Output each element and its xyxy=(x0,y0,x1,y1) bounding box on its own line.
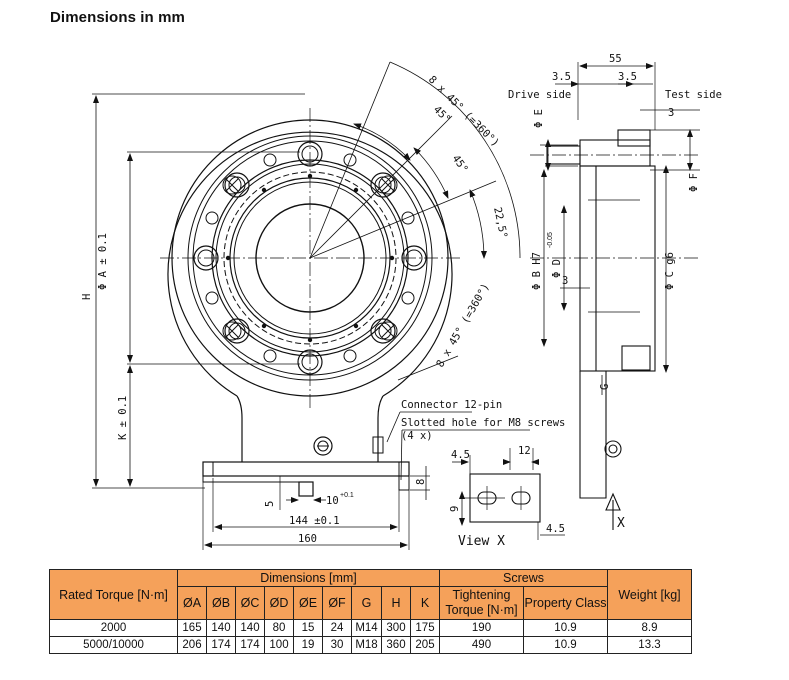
label-x: X xyxy=(617,516,625,531)
col-dia-c: ØC xyxy=(235,586,265,620)
header-rated-torque: Rated Torque [N·m] xyxy=(49,569,178,620)
header-screws: Screws xyxy=(439,569,608,587)
technical-drawing: 8 x 45° (=360°) 45° 45° 22,5° 8 x 45° (=… xyxy=(81,53,722,550)
label-g: G xyxy=(599,384,611,390)
col-property-class: Property Class xyxy=(523,586,608,620)
label-dia-b: Φ B H7 xyxy=(531,252,543,290)
label-dim-160: 160 xyxy=(298,533,317,545)
label-slotted-qty: (4 x) xyxy=(401,430,433,442)
label-dia-e: Φ E xyxy=(533,109,545,128)
col-dia-e: ØE xyxy=(293,586,323,620)
cell-dim: 140 xyxy=(235,619,265,637)
label-dim-10-tol: +0.1 xyxy=(340,492,354,499)
cell-dim: 140 xyxy=(206,619,236,637)
col-dia-a: ØA xyxy=(177,586,207,620)
label-drive-side: Drive side xyxy=(508,89,571,101)
label-angle-45b: 45° xyxy=(450,153,471,175)
cell-dim: 174 xyxy=(235,636,265,654)
cell-dim: 300 xyxy=(381,619,411,637)
label-dia-a: Φ A ± 0.1 xyxy=(97,233,109,290)
label-h: H xyxy=(81,294,93,300)
label-dim-3-5b: 3.5 xyxy=(618,71,637,83)
label-dia-d: Φ D xyxy=(551,259,563,278)
cell-torque: 5000/10000 xyxy=(49,636,178,654)
cell-dim: 174 xyxy=(206,636,236,654)
label-view-dim-9: 9 xyxy=(449,506,461,512)
cell-tightening: 190 xyxy=(439,619,524,637)
col-h: H xyxy=(381,586,411,620)
cell-weight: 13.3 xyxy=(607,636,692,654)
label-dim-5: 5 xyxy=(264,501,276,507)
side-view xyxy=(530,62,700,530)
label-k: K ± 0.1 xyxy=(117,396,129,440)
cell-dim: M14 xyxy=(351,619,382,637)
header-dimensions: Dimensions [mm] xyxy=(177,569,440,587)
label-dim-55: 55 xyxy=(609,53,622,65)
cell-dim: 15 xyxy=(293,619,323,637)
cell-torque: 2000 xyxy=(49,619,178,637)
cell-class: 10.9 xyxy=(523,636,608,654)
cell-weight: 8.9 xyxy=(607,619,692,637)
label-dim-8: 8 xyxy=(415,479,427,485)
label-dia-d-tol: -0.05 xyxy=(547,232,554,248)
cell-dim: 30 xyxy=(322,636,352,654)
front-view xyxy=(92,61,530,550)
label-view-dim-12: 12 xyxy=(518,445,531,457)
label-view-x: View X xyxy=(458,534,505,549)
label-angle-45a: 45° xyxy=(431,104,453,126)
cell-dim: 206 xyxy=(177,636,207,654)
cell-dim: 165 xyxy=(177,619,207,637)
label-angle-22-5: 22,5° xyxy=(491,206,509,239)
label-dim-3-5a: 3.5 xyxy=(552,71,571,83)
cell-dim: 205 xyxy=(410,636,440,654)
col-dia-f: ØF xyxy=(322,586,352,620)
col-dia-b: ØB xyxy=(206,586,236,620)
specifications-table: Rated Torque [N·m] Dimensions [mm] Screw… xyxy=(49,569,692,654)
col-tightening-torque: Tightening Torque [N·m] xyxy=(439,586,524,620)
label-dim-3a: 3 xyxy=(668,107,674,119)
label-dim-144: 144 ±0.1 xyxy=(289,515,340,527)
slot-outline xyxy=(298,481,314,497)
cell-dim: 175 xyxy=(410,619,440,637)
table-row: 2000 165 140 140 80 15 24 M14 300 175 19… xyxy=(49,619,692,637)
cross-holes xyxy=(222,175,398,341)
label-test-side: Test side xyxy=(665,89,722,101)
header-weight: Weight [kg] xyxy=(607,569,692,620)
cell-dim: 360 xyxy=(381,636,411,654)
label-dim-3b: 3 xyxy=(562,275,568,287)
label-slotted: Slotted hole for M8 screws xyxy=(401,417,565,429)
cell-dim: 80 xyxy=(264,619,294,637)
label-dia-f: Φ F xyxy=(688,173,700,192)
label-connector: Connector 12-pin xyxy=(401,399,502,411)
label-view-dim-4-5b: 4.5 xyxy=(546,523,565,535)
label-dia-c: Φ C g6 xyxy=(664,252,676,290)
col-g: G xyxy=(351,586,382,620)
cell-dim: 19 xyxy=(293,636,323,654)
cell-dim: 24 xyxy=(322,619,352,637)
label-view-dim-4-5a: 4.5 xyxy=(451,449,470,461)
col-dia-d: ØD xyxy=(264,586,294,620)
cell-tightening: 490 xyxy=(439,636,524,654)
bolt-holes-large xyxy=(193,141,427,375)
view-x xyxy=(452,448,565,540)
page-title: Dimensions in mm xyxy=(50,9,185,26)
cell-class: 10.9 xyxy=(523,619,608,637)
table-row: 5000/10000 206 174 174 100 19 30 M18 360… xyxy=(49,636,692,654)
label-dim-10: 10 xyxy=(326,495,339,507)
small-holes xyxy=(205,153,415,363)
cell-dim: 100 xyxy=(264,636,294,654)
col-k: K xyxy=(410,586,440,620)
cell-dim: M18 xyxy=(351,636,382,654)
